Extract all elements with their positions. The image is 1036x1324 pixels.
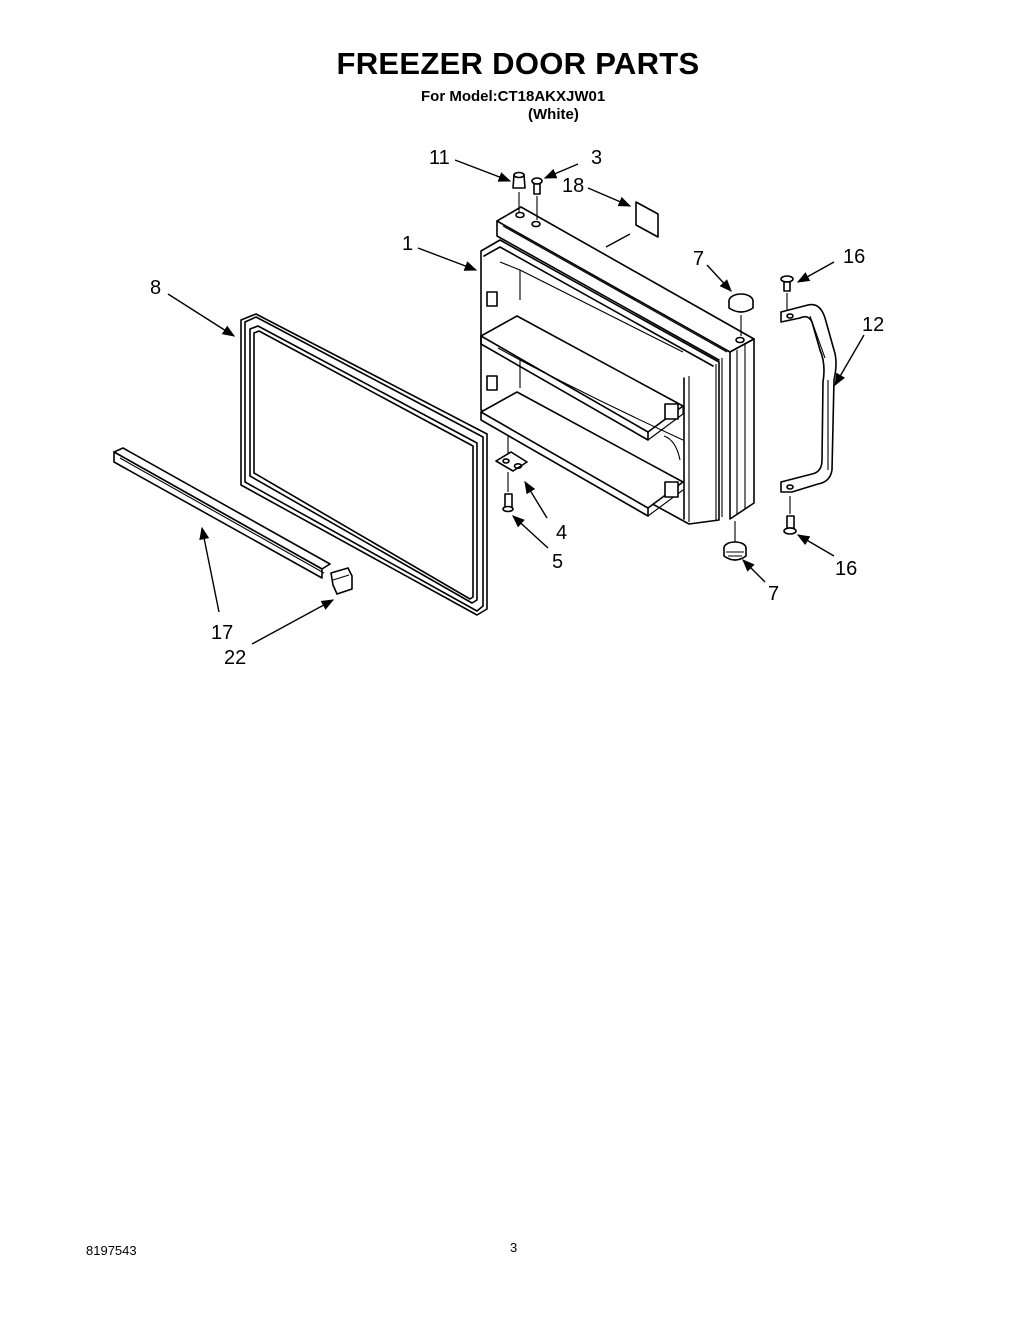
- callout-17: 17: [211, 622, 233, 644]
- callout-1: 1: [402, 233, 413, 255]
- callout-3: 3: [591, 147, 602, 169]
- page-number: 3: [510, 1240, 518, 1255]
- part-4-hinge-bracket: [495, 436, 528, 472]
- part-8-door-gasket: [240, 313, 488, 616]
- callout-22: 22: [224, 647, 246, 669]
- part-1-door-liner: [480, 206, 755, 525]
- part-16-screw-bottom: [783, 496, 797, 535]
- callout-5: 5: [552, 551, 563, 573]
- part-22-end-cap: [330, 567, 353, 595]
- callout-18: 18: [562, 175, 584, 197]
- part-17-trim-strip: [113, 447, 331, 579]
- page-title: FREEZER DOOR PARTS: [336, 46, 700, 81]
- part-12-door-handle: [780, 303, 837, 493]
- callout-11: 11: [429, 147, 450, 169]
- leader-lines: [167, 159, 865, 645]
- model-line: For Model:CT18AKXJW01: [421, 88, 606, 105]
- part-18-label: [605, 201, 659, 248]
- document-number: 8197543: [86, 1243, 137, 1258]
- part-16-screw-top: [780, 275, 794, 310]
- callout-16-bottom: 16: [835, 558, 857, 580]
- callout-8: 8: [150, 277, 161, 299]
- callout-7-bottom: 7: [768, 583, 779, 605]
- callout-16-top: 16: [843, 246, 865, 268]
- part-3-screw: [531, 177, 543, 220]
- part-7-hinge-bushing-bottom: [723, 521, 747, 561]
- callout-7-top: 7: [693, 248, 704, 270]
- color-variant: (White): [528, 106, 579, 123]
- callout-12: 12: [862, 314, 884, 336]
- part-5-screw: [502, 472, 514, 513]
- part-7-hinge-cap-top: [728, 293, 754, 336]
- callout-4: 4: [556, 522, 567, 544]
- part-11-plug: [512, 171, 526, 212]
